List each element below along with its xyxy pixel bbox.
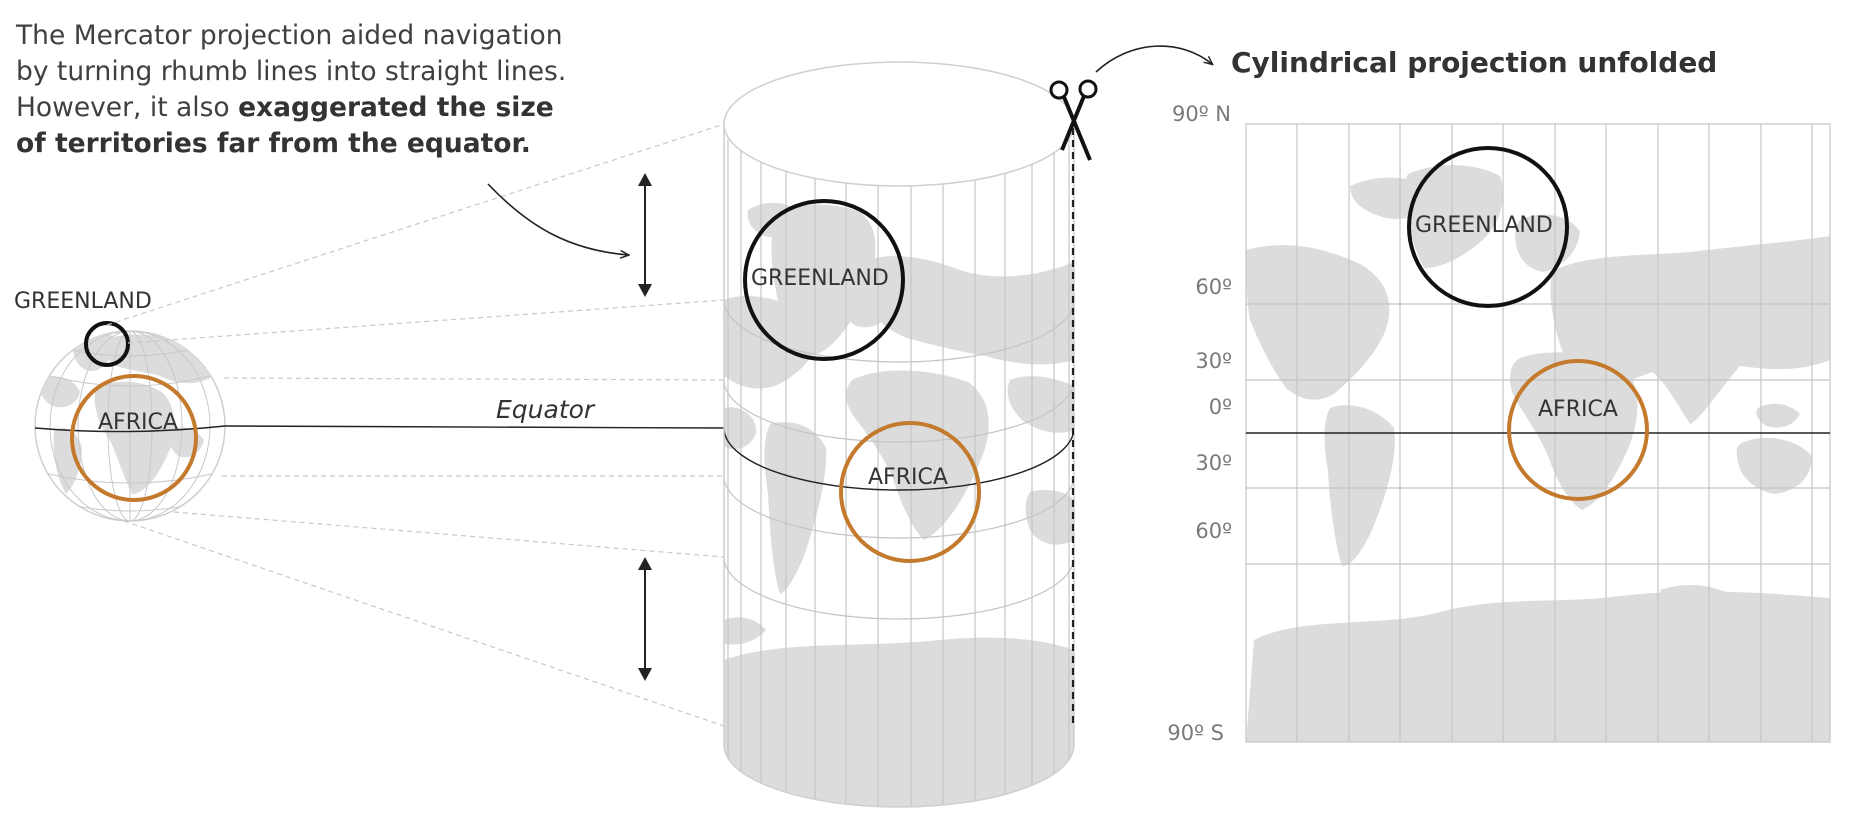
intro-lead: The Mercator projection aided navigation… bbox=[16, 20, 567, 123]
unfolded-greenland-label: GREENLAND bbox=[1415, 213, 1553, 238]
globe-greenland-label: GREENLAND bbox=[14, 289, 152, 314]
lat-label-90n: 90º N bbox=[1172, 102, 1231, 126]
globe-equator bbox=[34, 425, 226, 433]
cylinder-greenland-circle bbox=[743, 199, 905, 361]
lat-label-30s: 30º bbox=[1195, 451, 1232, 475]
unfolded-africa-circle bbox=[1507, 359, 1649, 501]
unfolded-land bbox=[1246, 165, 1830, 742]
stretch-arrow-top bbox=[638, 173, 652, 297]
unfolded-title: Cylindrical projection unfolded bbox=[1231, 46, 1717, 79]
cylinder-greenland-label: GREENLAND bbox=[751, 266, 889, 291]
globe-land bbox=[39, 331, 212, 494]
lat-label-90s: 90º S bbox=[1167, 721, 1224, 745]
cylinder-africa-circle bbox=[839, 421, 981, 563]
intro-text: The Mercator projection aided navigation… bbox=[16, 18, 576, 162]
lat-label-30n: 30º bbox=[1195, 349, 1232, 373]
cylinder-africa-label: AFRICA bbox=[868, 465, 948, 490]
globe-africa-circle bbox=[70, 374, 198, 502]
cylinder-meridians bbox=[724, 124, 1070, 807]
latitude-labels: 90º N 60º 30º 0º 30º 60º 90º S bbox=[1167, 102, 1232, 745]
cylinder-top bbox=[723, 61, 1075, 187]
intro-emphasis: exaggerated the size of territories far … bbox=[16, 92, 554, 159]
cut-arrow bbox=[1095, 45, 1212, 73]
lat-label-60s: 60º bbox=[1195, 519, 1232, 543]
intro-pointer-arrow bbox=[487, 183, 628, 255]
stretch-arrow-bottom bbox=[638, 557, 652, 681]
equator-line bbox=[224, 425, 725, 429]
cylinder-equator bbox=[724, 427, 1074, 491]
unfolded-map: GREENLAND AFRICA bbox=[1245, 123, 1831, 743]
lat-label-60n: 60º bbox=[1195, 275, 1232, 299]
cylinder-parallels bbox=[724, 299, 1074, 620]
globe-graticule bbox=[39, 331, 221, 521]
cylinder-outline bbox=[723, 124, 1075, 808]
cylinder: GREENLAND AFRICA bbox=[723, 61, 1075, 808]
cylinder-land bbox=[724, 202, 1074, 807]
globe: GREENLAND AFRICA bbox=[14, 289, 226, 522]
globe-africa-label: AFRICA bbox=[98, 410, 178, 435]
scissors-icon bbox=[1049, 79, 1098, 161]
unfolded-africa-label: AFRICA bbox=[1538, 397, 1618, 422]
unfolded-greenland-circle bbox=[1407, 146, 1569, 308]
globe-greenland-circle bbox=[84, 321, 130, 367]
equator-label: Equator bbox=[496, 395, 596, 424]
lat-label-0: 0º bbox=[1209, 395, 1232, 419]
projection-rays bbox=[106, 123, 725, 727]
